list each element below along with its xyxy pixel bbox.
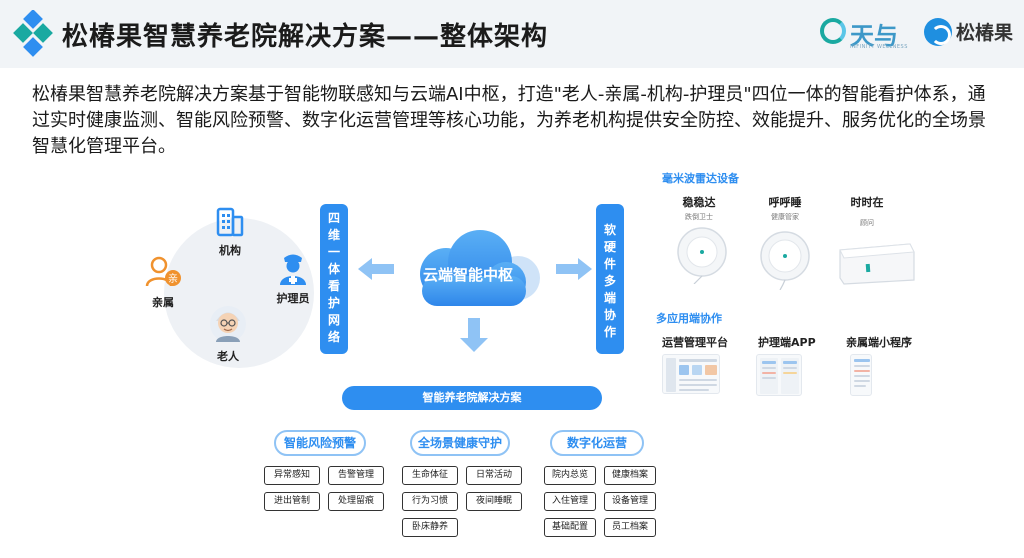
feature-item: 异常感知 — [264, 466, 320, 485]
feature-item: 夜间睡眠 — [466, 492, 522, 511]
role-caregiver: 护理员 — [268, 250, 318, 306]
feature-item: 入住管理 — [544, 492, 596, 511]
feature-item: 行为习惯 — [402, 492, 458, 511]
caregiver-app-screenshot — [756, 354, 802, 396]
category-health-guard: 全场景健康守护 — [410, 430, 510, 456]
songchunguo-brand-logo: 松椿果 — [924, 16, 1020, 50]
tianyu-brand-subtitle: INFINITY WELLNESS — [850, 44, 908, 50]
building-icon — [216, 207, 244, 237]
category-digital-operations: 数字化运营 — [550, 430, 644, 456]
bar-char: 看 — [327, 279, 340, 293]
stakeholder-circle — [164, 218, 314, 368]
feature-item: 设备管理 — [604, 492, 656, 511]
four-dimension-care-network-bar: 四 维 一 体 看 护 网 络 — [320, 204, 348, 354]
device-name: 呼呼睡 — [768, 196, 802, 209]
feature-item: 员工档案 — [604, 518, 656, 537]
tianyu-brand-name: 天与 — [850, 22, 898, 50]
feature-item: 告警管理 — [328, 466, 384, 485]
feature-item: 卧床静养 — [402, 518, 458, 537]
device-name: 时时在 — [850, 196, 884, 209]
bar-char: 软 — [603, 223, 616, 237]
category-risk-warning: 智能风险预警 — [274, 430, 366, 456]
sleep-monitor-device-icon — [760, 231, 810, 290]
app-name: 亲属端小程序 — [846, 336, 912, 349]
feature-item: 进出管制 — [264, 492, 320, 511]
feature-item: 院内总览 — [544, 466, 596, 485]
tianyu-brand-logo: 天与 INFINITY WELLNESS — [818, 14, 914, 54]
device-subtitle: 跌倒卫士 — [685, 213, 713, 221]
bar-char: 体 — [327, 262, 340, 276]
role-relatives: 亲 亲属 — [142, 254, 184, 310]
role-relatives-label: 亲属 — [152, 296, 174, 309]
role-elderly: 老人 — [208, 304, 248, 364]
diamond-logo-icon — [13, 10, 53, 57]
page-title: 松椿果智慧养老院解决方案——整体架构 — [62, 22, 549, 52]
app-name: 运营管理平台 — [662, 336, 728, 349]
bar-char: 一 — [327, 245, 340, 259]
nurse-icon — [280, 254, 306, 285]
device-subtitle: 健康管家 — [771, 213, 799, 221]
bar-char: 维 — [327, 228, 340, 242]
feature-item: 健康档案 — [604, 466, 656, 485]
operations-platform-screenshot — [662, 354, 720, 394]
bar-char: 件 — [603, 257, 616, 271]
app-name: 护理端APP — [758, 336, 816, 349]
bar-char: 硬 — [603, 240, 616, 254]
device-name: 稳稳达 — [682, 196, 716, 209]
presence-sensor-box-icon — [839, 243, 915, 285]
feature-item: 基础配置 — [544, 518, 596, 537]
radar-devices-title: 毫米波雷达设备 — [662, 172, 739, 185]
feature-item: 生命体征 — [402, 466, 458, 485]
header-bar: 松椿果智慧养老院解决方案——整体架构 天与 INFINITY WELLNESS … — [0, 0, 1024, 68]
multi-app-title: 多应用端协作 — [656, 312, 722, 325]
role-elderly-label: 老人 — [217, 350, 239, 363]
songchunguo-mark-icon — [924, 18, 952, 46]
arrow-left-icon — [358, 258, 394, 280]
feature-item: 日常活动 — [466, 466, 522, 485]
cloud-hub-label: 云端智能中枢 — [422, 266, 513, 284]
radar-device-disc-icon — [677, 227, 727, 284]
tianyu-ring-icon — [820, 18, 846, 44]
intro-paragraph: 松椿果智慧养老院解决方案基于智能物联感知与云端AI中枢，打造"老人-亲属-机构-… — [32, 84, 986, 157]
bar-char: 端 — [603, 291, 616, 305]
relative-badge-text: 亲 — [168, 272, 178, 285]
bar-char: 四 — [327, 211, 340, 225]
multi-terminal-collaboration-bar: 软 硬 件 多 端 协 作 — [596, 204, 624, 354]
feature-item: 处理留痕 — [328, 492, 384, 511]
relative-person-icon: 亲 — [145, 256, 181, 287]
bar-char: 作 — [603, 325, 616, 339]
cloud-icon — [420, 230, 540, 306]
role-institution: 机构 — [212, 206, 248, 258]
smart-nursing-home-solution-bar: 智能养老院解决方案 — [342, 386, 602, 410]
arrow-down-icon — [460, 318, 488, 352]
role-institution-label: 机构 — [219, 244, 241, 257]
role-caregiver-label: 护理员 — [276, 292, 310, 305]
elderly-person-icon — [210, 306, 246, 342]
bar-char: 络 — [327, 330, 340, 344]
relative-miniprogram-screenshot — [850, 354, 872, 396]
cloud-ai-hub: 云端智能中枢 — [406, 226, 546, 310]
bar-char: 网 — [327, 313, 340, 327]
bar-char: 协 — [603, 308, 616, 322]
device-subtitle: 顾问 — [860, 219, 874, 227]
songchunguo-brand-name: 松椿果 — [956, 22, 1014, 44]
bar-char: 多 — [603, 274, 616, 288]
bar-char: 护 — [327, 296, 340, 310]
arrow-right-icon — [556, 258, 592, 280]
